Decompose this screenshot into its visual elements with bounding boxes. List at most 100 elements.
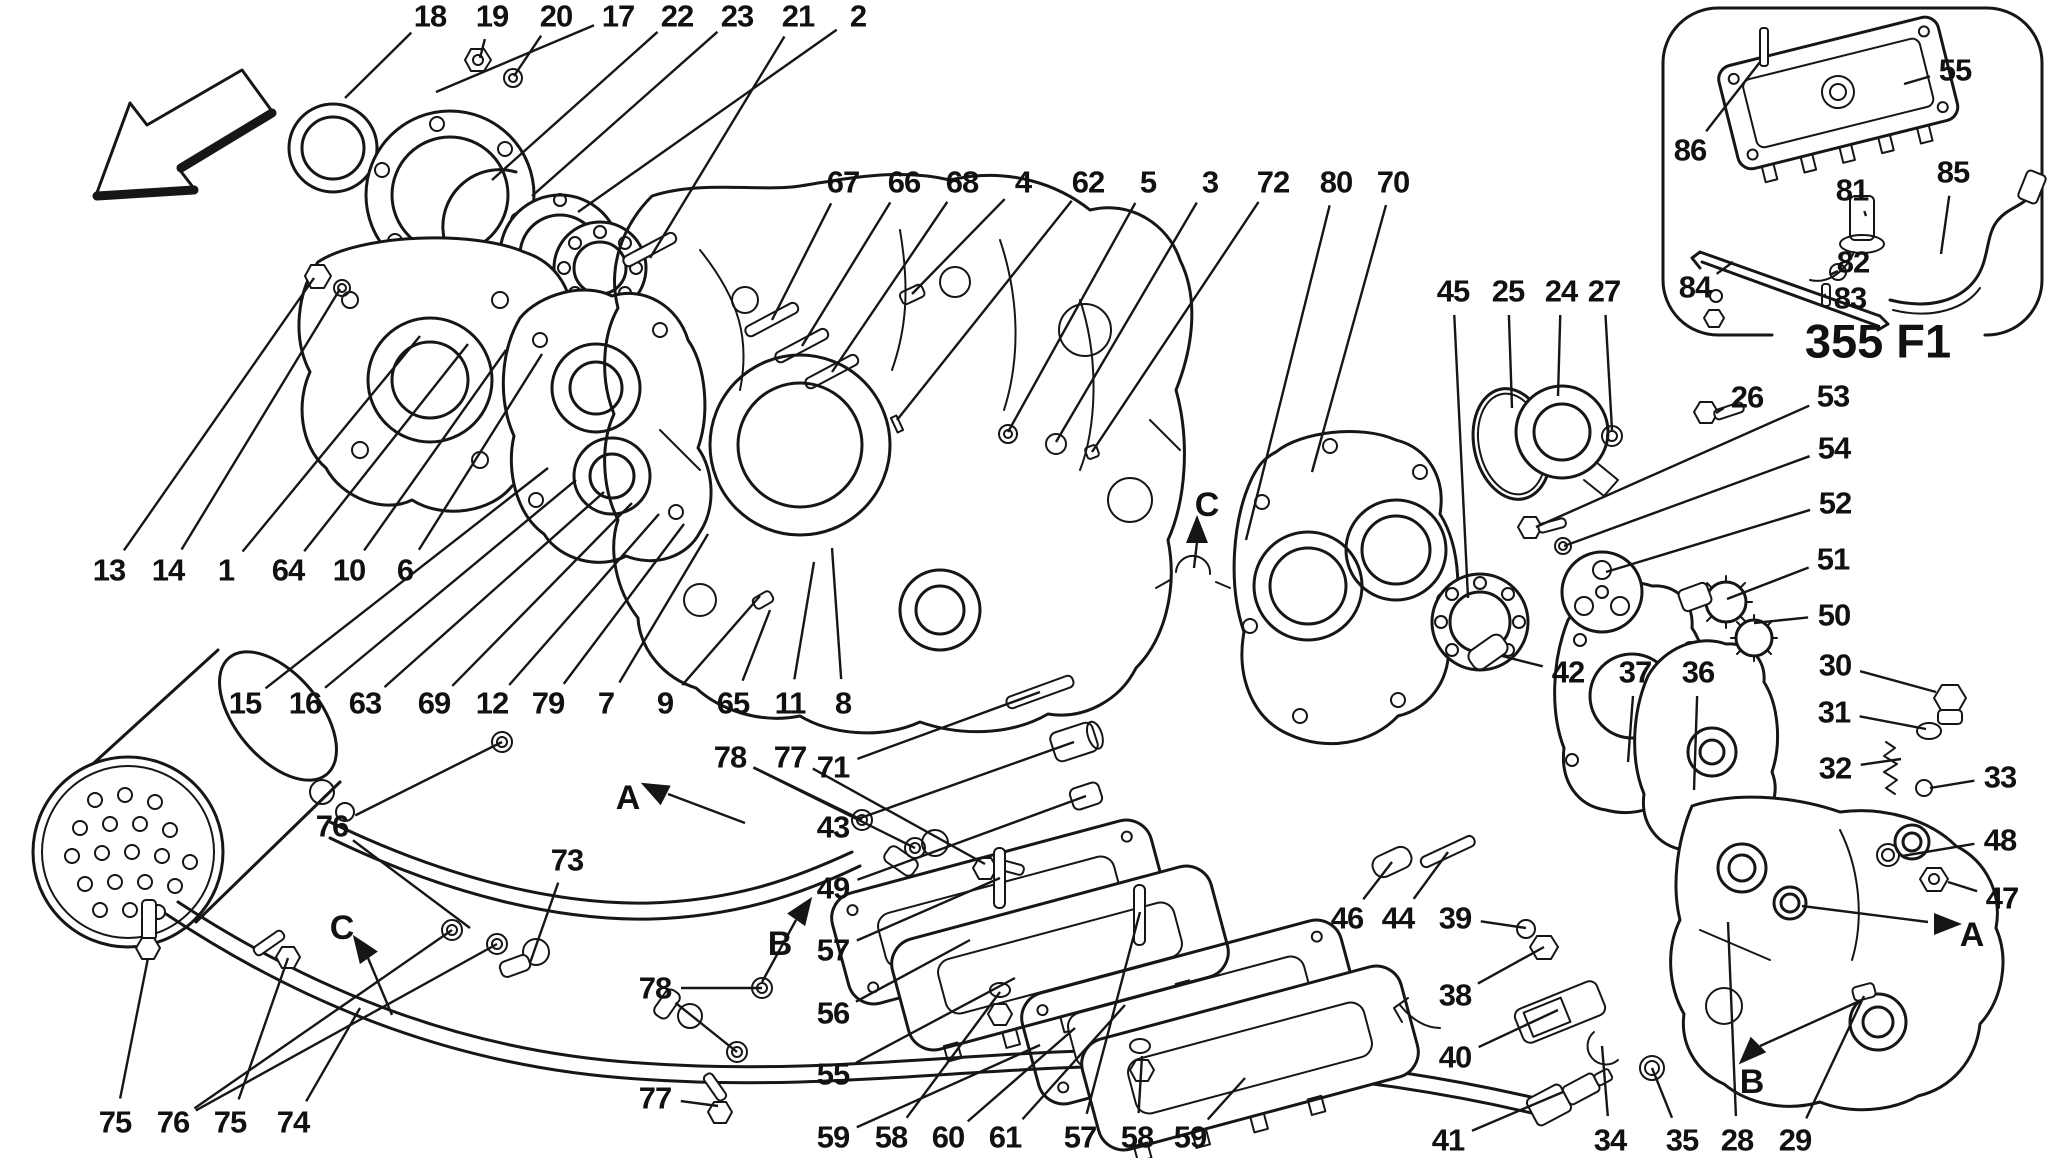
callout-4: 4 xyxy=(1014,164,1032,200)
leader-line xyxy=(1859,715,1927,731)
leader-line xyxy=(1604,314,1614,431)
leader-line xyxy=(1478,1008,1559,1049)
leader-line xyxy=(648,35,786,259)
leader-line xyxy=(1860,757,1902,766)
callout-20: 20 xyxy=(539,0,573,34)
callout-75-2: 75 xyxy=(213,1104,247,1140)
leader-line xyxy=(241,335,421,553)
sensor-drawing xyxy=(1525,1068,1614,1127)
oil-filter-drawing xyxy=(31,648,355,949)
leader-line xyxy=(966,1027,1076,1123)
callout-58-2: 58 xyxy=(1120,1119,1154,1155)
callout-80: 80 xyxy=(1319,164,1353,200)
callout-82: 82 xyxy=(1836,244,1870,280)
leader-line xyxy=(1507,314,1514,409)
view-letter-A-1: A xyxy=(615,779,641,817)
view-arrow-A-icon xyxy=(1934,913,1962,935)
leader-line xyxy=(855,938,971,1003)
callout-38: 38 xyxy=(1438,977,1472,1013)
callout-3: 3 xyxy=(1201,164,1219,200)
callout-5: 5 xyxy=(1139,164,1157,200)
figure-code-label: 355 F1 xyxy=(1804,314,1952,368)
leader-line xyxy=(1054,202,1198,443)
callout-61: 61 xyxy=(988,1119,1022,1155)
strainer-gasket-stack-drawing xyxy=(830,818,1420,1158)
leader-line xyxy=(1903,75,1931,86)
leader-line xyxy=(1901,842,1975,858)
callout-48: 48 xyxy=(1983,822,2017,858)
leader-line xyxy=(451,502,633,687)
leader-line xyxy=(577,28,838,213)
callout-62: 62 xyxy=(1071,164,1105,200)
callout-40: 40 xyxy=(1438,1039,1472,1075)
leader-line xyxy=(491,31,659,181)
leader-line xyxy=(1192,541,1199,569)
callout-57: 57 xyxy=(816,932,850,968)
callout-83: 83 xyxy=(1833,280,1867,316)
callout-72: 72 xyxy=(1256,164,1290,200)
callout-47: 47 xyxy=(1985,880,2019,916)
leader-line xyxy=(324,479,577,689)
leader-line xyxy=(1929,779,1975,790)
callout-9: 9 xyxy=(656,685,674,721)
callout-86: 86 xyxy=(1673,132,1707,168)
callout-67: 67 xyxy=(826,164,860,200)
view-arrow-A-icon xyxy=(640,782,671,806)
leader-line xyxy=(1021,1004,1126,1121)
callout-22: 22 xyxy=(660,0,694,34)
leader-line xyxy=(383,491,605,689)
callout-59: 59 xyxy=(816,1119,850,1155)
callout-63: 63 xyxy=(348,685,382,721)
leader-line xyxy=(830,547,843,680)
callout-37: 37 xyxy=(1618,654,1652,690)
callout-33: 33 xyxy=(1983,759,2017,795)
callout-11: 11 xyxy=(774,685,807,721)
callout-85: 85 xyxy=(1936,154,1970,190)
relief-valve-drawing xyxy=(1883,684,1967,797)
leader-line xyxy=(857,740,1075,821)
view-letter-C-3: C xyxy=(329,909,355,947)
leader-line xyxy=(193,929,453,1110)
callout-77: 77 xyxy=(773,739,807,775)
callout-54: 54 xyxy=(1817,430,1851,466)
leader-line xyxy=(812,767,986,866)
leader-line xyxy=(435,24,595,94)
leader-line xyxy=(681,595,761,686)
view-arrow-B-icon xyxy=(787,896,813,927)
leader-line xyxy=(1244,204,1331,541)
right-small-parts-drawing xyxy=(1371,384,1967,1127)
leader-line xyxy=(237,957,290,1100)
callout-6: 6 xyxy=(396,552,414,588)
leader-line xyxy=(770,202,833,321)
callout-15: 15 xyxy=(228,685,262,721)
leader-line xyxy=(1692,695,1699,791)
callout-14: 14 xyxy=(151,552,185,588)
callout-30: 30 xyxy=(1818,647,1852,683)
callout-26: 26 xyxy=(1730,379,1764,415)
leader-line xyxy=(1859,670,1937,694)
leader-line xyxy=(856,1043,1041,1129)
leader-line xyxy=(1006,202,1137,433)
callout-60: 60 xyxy=(931,1119,965,1155)
leader-line xyxy=(1726,566,1810,601)
leader-line xyxy=(1947,880,1978,893)
leader-line xyxy=(1412,851,1449,900)
callout-51: 51 xyxy=(1816,541,1850,577)
callout-23: 23 xyxy=(720,0,754,34)
callout-73: 73 xyxy=(550,842,584,878)
callout-8: 8 xyxy=(834,685,852,721)
callout-24: 24 xyxy=(1544,273,1578,309)
leader-line xyxy=(122,277,315,552)
leader-line xyxy=(1726,921,1738,1117)
leader-line xyxy=(352,839,471,929)
leader-line xyxy=(528,882,560,964)
leader-line xyxy=(303,343,469,552)
leader-line xyxy=(1753,616,1809,625)
view-letter-A-5: A xyxy=(1959,916,1985,954)
callout-58: 58 xyxy=(874,1119,908,1155)
leader-line xyxy=(531,30,719,197)
callout-78: 78 xyxy=(713,739,747,775)
callout-28: 28 xyxy=(1720,1122,1754,1158)
